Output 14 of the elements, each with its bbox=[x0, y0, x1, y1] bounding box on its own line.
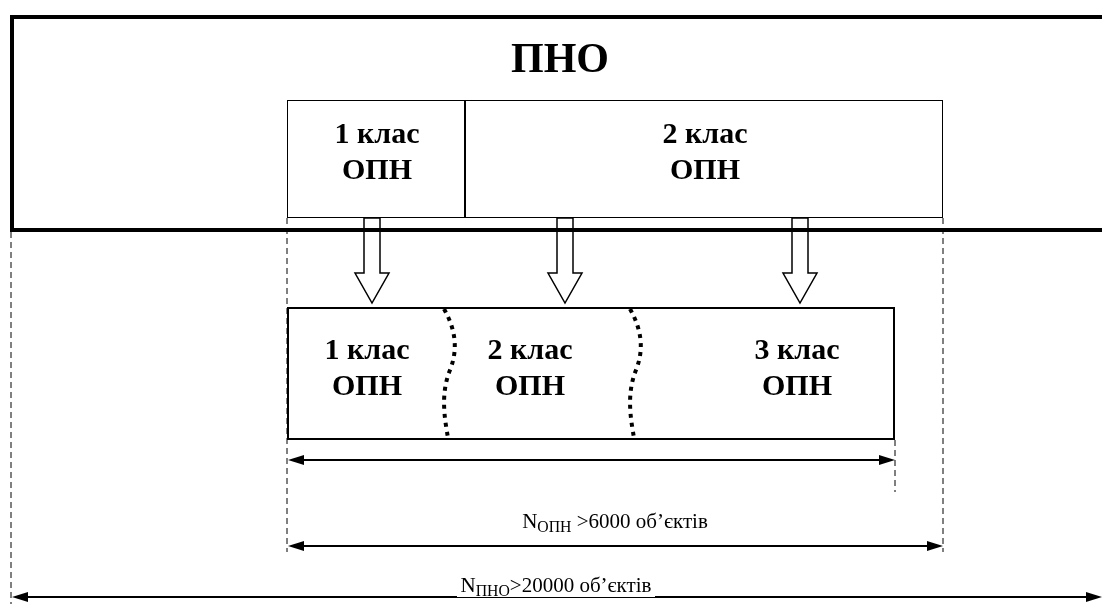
class-box bbox=[287, 100, 465, 218]
hollow-arrow bbox=[353, 217, 391, 305]
class-label: 1 клас ОПН bbox=[323, 331, 411, 403]
class-box bbox=[465, 100, 943, 218]
hollow-arrow bbox=[546, 217, 584, 305]
class-box bbox=[287, 307, 895, 440]
class-label: 2 клас ОПН bbox=[661, 115, 749, 187]
class-label: 3 клас ОПН bbox=[753, 331, 841, 403]
hollow-arrow bbox=[781, 217, 819, 305]
class-label: 1 клас ОПН bbox=[333, 115, 421, 187]
class-label: 2 клас ОПН bbox=[486, 331, 574, 403]
outer-frame bbox=[10, 15, 1102, 232]
frame-title: ПНО bbox=[510, 37, 610, 79]
dimension-label: N$_{ПНО}$>20000 об’єктів bbox=[456, 573, 656, 597]
